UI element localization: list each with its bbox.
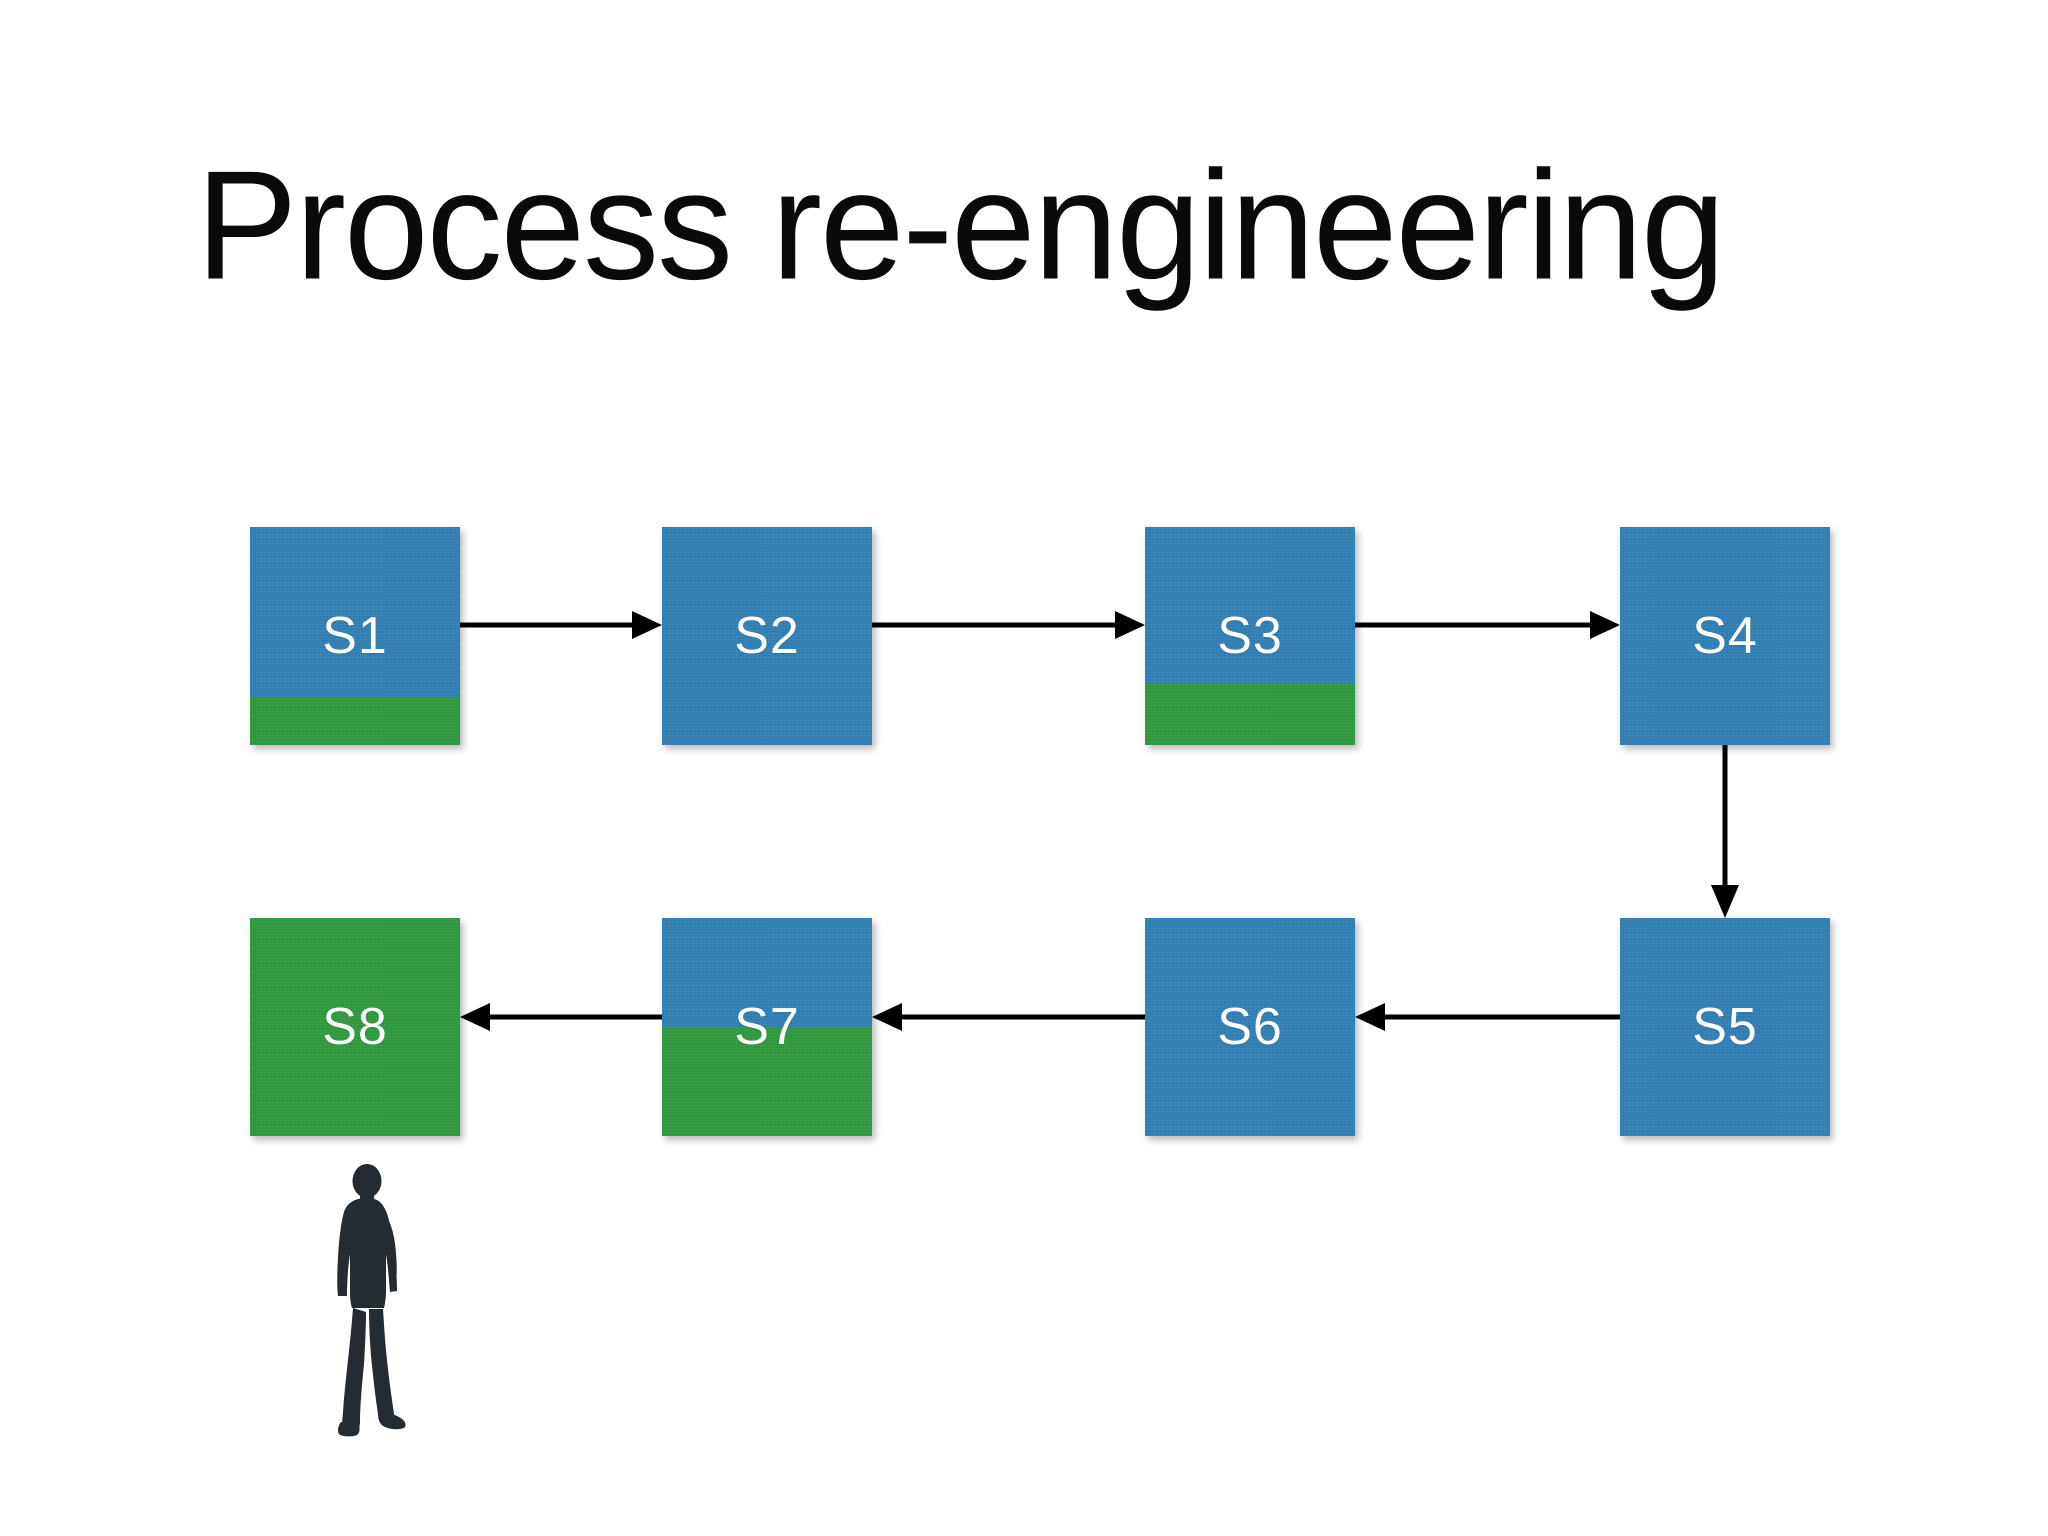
node-top-fill (1620, 527, 1830, 745)
process-node-s5[interactable]: S5 (1620, 918, 1830, 1136)
person-silhouette-icon (322, 1162, 414, 1440)
process-node-s8[interactable]: S8 (250, 918, 460, 1136)
node-top-fill (1145, 918, 1355, 1136)
node-top-fill (662, 918, 872, 1027)
arrow-s4-to-s5 (1708, 745, 1742, 918)
page-title: Process re-engineering (196, 138, 1726, 313)
node-label: S6 (1217, 998, 1283, 1056)
process-node-s4[interactable]: S4 (1620, 527, 1830, 745)
process-node-s6[interactable]: S6 (1145, 918, 1355, 1136)
process-node-s7[interactable]: S7 (662, 918, 872, 1136)
node-bottom-fill (250, 697, 460, 745)
node-top-fill (1620, 918, 1830, 1136)
node-top-fill (250, 918, 460, 1136)
arrow-s7-to-s8 (460, 1000, 662, 1034)
arrow-s2-to-s3 (872, 608, 1145, 642)
arrow-s6-to-s7 (872, 1000, 1145, 1034)
node-top-fill (662, 527, 872, 745)
node-bottom-fill (1145, 683, 1355, 745)
arrow-s3-to-s4 (1355, 608, 1620, 642)
node-top-fill (250, 527, 460, 698)
node-label: S7 (734, 998, 800, 1056)
process-node-s2[interactable]: S2 (662, 527, 872, 745)
node-label: S8 (322, 998, 388, 1056)
node-label: S2 (734, 607, 800, 665)
process-node-s3[interactable]: S3 (1145, 527, 1355, 745)
node-label: S1 (322, 607, 388, 665)
node-label: S4 (1692, 607, 1758, 665)
arrow-s1-to-s2 (460, 608, 662, 642)
node-bottom-fill (662, 1027, 872, 1136)
process-node-s1[interactable]: S1 (250, 527, 460, 745)
arrow-s5-to-s6 (1355, 1000, 1620, 1034)
node-label: S5 (1692, 998, 1758, 1056)
node-label: S3 (1217, 607, 1283, 665)
node-top-fill (1145, 527, 1355, 684)
